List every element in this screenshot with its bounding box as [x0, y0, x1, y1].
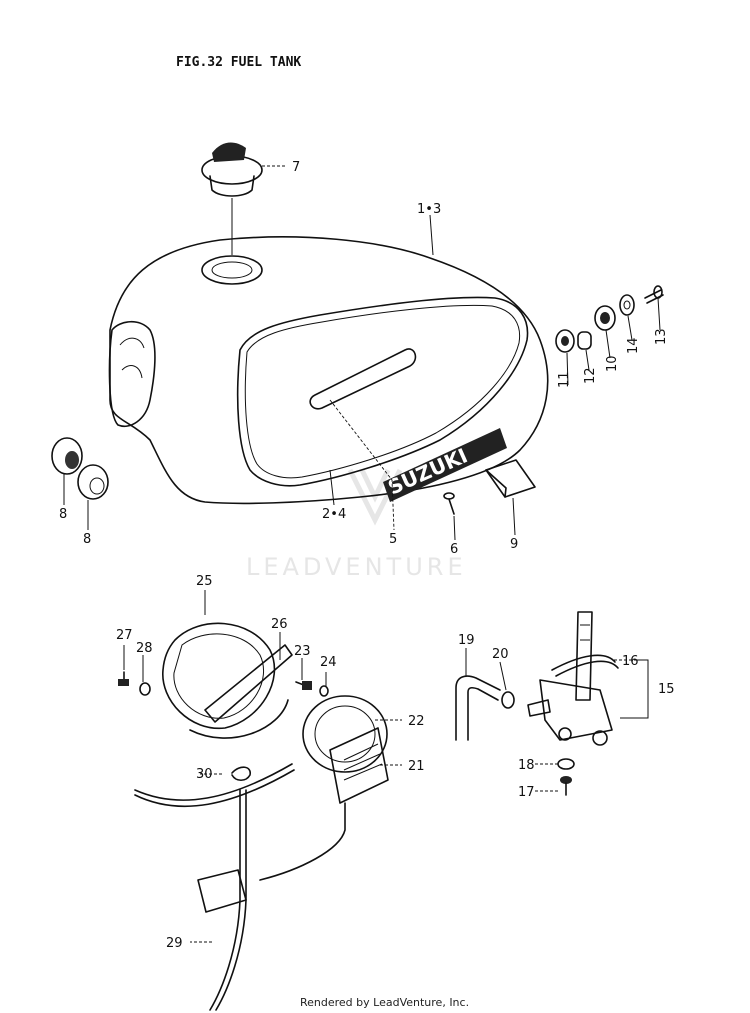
callout-29: 29: [166, 936, 183, 951]
callout-10: 10: [605, 355, 620, 372]
callout-7: 7: [292, 160, 300, 175]
callout-15: 15: [658, 682, 675, 697]
screw-part-17: [560, 776, 572, 796]
callout-21: 21: [408, 759, 425, 774]
callout-19: 19: [458, 633, 475, 648]
callout-9: 9: [510, 537, 518, 552]
washer-part-18: [557, 758, 575, 770]
hose-clip-part-20: [501, 691, 515, 709]
callout-30: 30: [196, 767, 213, 782]
callout-23: 23: [294, 644, 311, 659]
callout-17: 17: [518, 785, 535, 800]
callout-26: 26: [271, 617, 288, 632]
leader-lines: [63, 165, 661, 943]
figure-title: FIG.32 FUEL TANK: [176, 55, 301, 70]
fuel-cock-assembly: [527, 611, 619, 746]
emblem-text: SUZUKI: [384, 443, 471, 499]
mounting-hardware: [555, 285, 664, 353]
fuel-gauge-sender: [259, 695, 389, 881]
fuel-gauge-gasket: [162, 622, 293, 739]
screw-part-23: [295, 681, 312, 690]
footer-credit: Rendered by LeadVenture, Inc.: [300, 996, 469, 1009]
callout-6: 6: [450, 542, 458, 557]
callout-28: 28: [136, 641, 153, 656]
callout-2-4: 2•4: [322, 507, 346, 522]
callout-8-front: 8: [59, 507, 67, 522]
washer-part-24: [319, 685, 329, 697]
washer-part-28: [139, 682, 151, 696]
tank-cushion-front: [51, 437, 83, 475]
callout-27: 27: [116, 628, 133, 643]
callout-8-rear: 8: [83, 532, 91, 547]
callout-1-3: 1•3: [417, 202, 441, 217]
callout-11: 11: [557, 371, 572, 388]
cushion-part-9: [485, 459, 536, 498]
callout-22: 22: [408, 714, 425, 729]
tank-cushion-rear: [77, 464, 109, 500]
suzuki-emblem: SUZUKI: [383, 428, 507, 502]
callout-labels: 7 1•3 2•4 5 6 9 8 8 11 12 10 14 13 25 26…: [59, 160, 675, 951]
callout-24: 24: [320, 655, 337, 670]
clip-part-30: [231, 766, 251, 782]
callout-18: 18: [518, 758, 535, 773]
callout-5: 5: [389, 532, 397, 547]
watermark-text: LEADVENTURE: [246, 553, 467, 581]
fuel-gauge-float-wire: [134, 763, 295, 1011]
fuel-hose-part-19: [455, 675, 501, 741]
screw-part-27: [118, 671, 129, 686]
callout-20: 20: [492, 647, 509, 662]
fuel-tank: [108, 236, 549, 505]
callout-25: 25: [196, 574, 213, 589]
callout-13: 13: [654, 328, 669, 345]
fuel-cap: [201, 142, 263, 255]
callout-16: 16: [622, 654, 639, 669]
screw-part-6: [443, 492, 455, 515]
callout-12: 12: [583, 367, 598, 384]
callout-14: 14: [626, 337, 641, 354]
